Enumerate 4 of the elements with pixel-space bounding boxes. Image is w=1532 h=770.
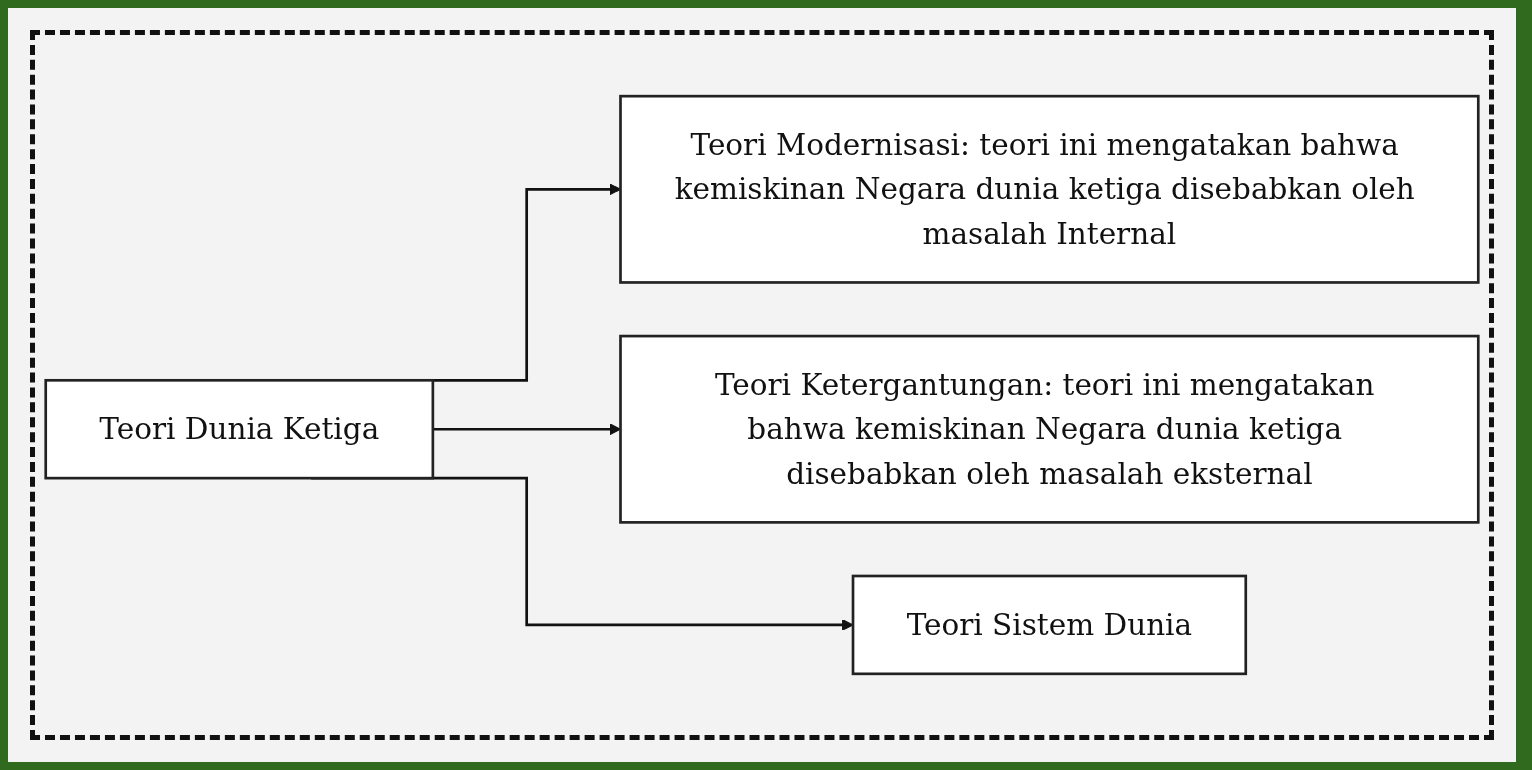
node-box: Teori Modernisasi: teori ini mengatakan bahwa kemiskinan Negara dunia ketiga disebabkan oleh masalah Internal [619, 94, 1480, 284]
node-box: Teori Sistem Dunia [851, 574, 1248, 676]
node-box: Teori Ketergantungan: teori ini mengatakan bahwa kemiskinan Negara dunia ketiga disebabkan oleh masalah eksternal [619, 334, 1480, 524]
node-box: Teori Dunia Ketiga [44, 378, 435, 480]
